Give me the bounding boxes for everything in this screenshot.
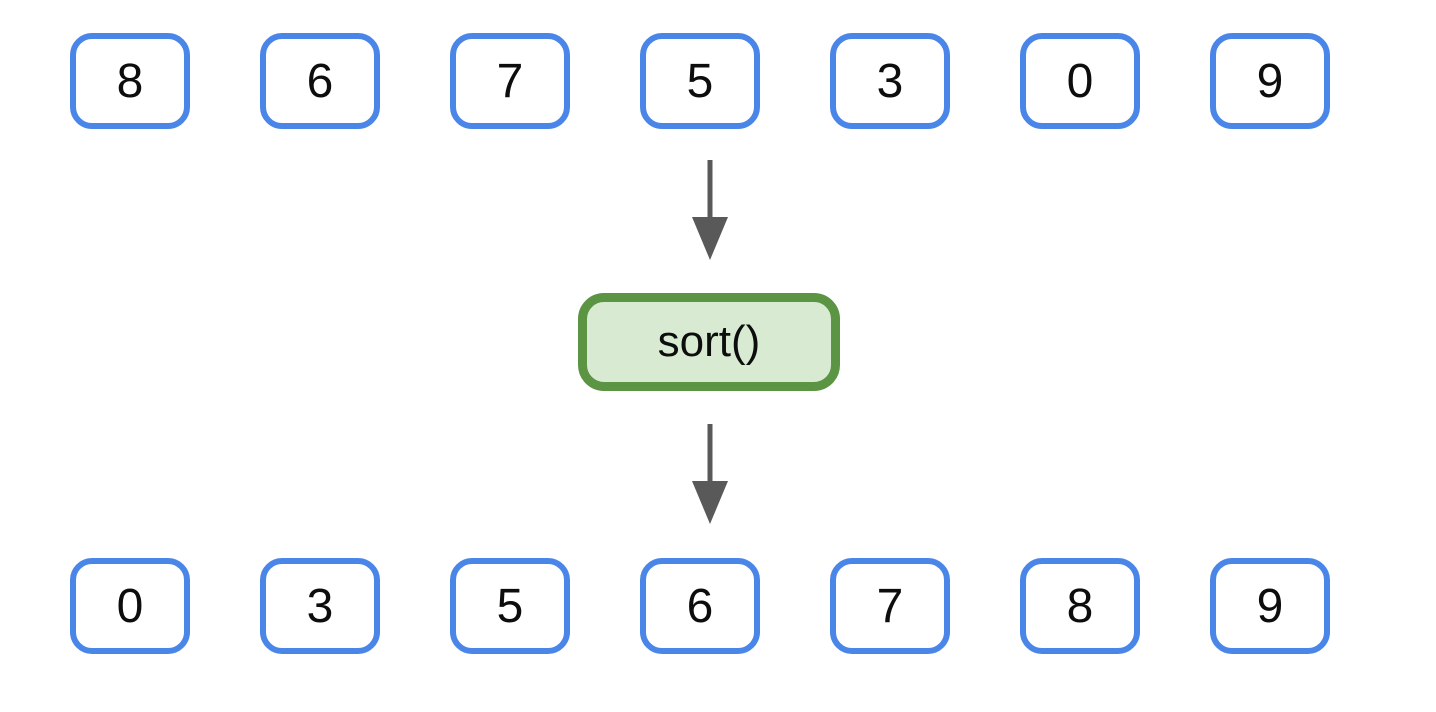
sorted-array-cell: 3	[260, 558, 380, 654]
sorted-array-cell: 6	[640, 558, 760, 654]
unsorted-array-cell: 3	[830, 33, 950, 129]
unsorted-array-cell: 8	[70, 33, 190, 129]
unsorted-array-cell: 5	[640, 33, 760, 129]
unsorted-array-cell: 9	[1210, 33, 1330, 129]
unsorted-array-cell: 0	[1020, 33, 1140, 129]
sort-operation-box: sort()	[578, 293, 840, 391]
sorted-array-cell: 9	[1210, 558, 1330, 654]
unsorted-array-row: 8 6 7 5 3 0 9	[70, 33, 1330, 129]
sorted-array-cell: 5	[450, 558, 570, 654]
unsorted-array-cell: 6	[260, 33, 380, 129]
sorted-array-cell: 0	[70, 558, 190, 654]
down-arrow-icon	[692, 424, 728, 524]
sorted-array-cell: 8	[1020, 558, 1140, 654]
sorted-array-row: 0 3 5 6 7 8 9	[70, 558, 1330, 654]
unsorted-array-cell: 7	[450, 33, 570, 129]
down-arrow-icon	[692, 160, 728, 260]
sorted-array-cell: 7	[830, 558, 950, 654]
